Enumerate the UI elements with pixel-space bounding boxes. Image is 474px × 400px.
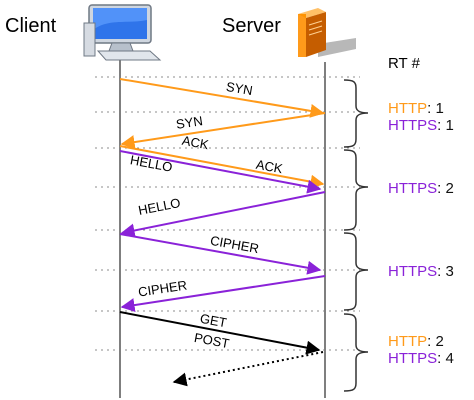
msg-arrow-get-post — [119, 311, 321, 355]
round-trip-1-label: HTTP: 1 HTTPS: 1 — [388, 100, 454, 135]
round-trip-line: HTTP: 1 — [388, 100, 444, 117]
msg-label-syn-out: SYN — [224, 78, 254, 99]
brace — [343, 232, 369, 311]
msg-arrow-syn-back — [120, 112, 326, 150]
server-tower-icon — [298, 8, 356, 57]
server-title: Server — [222, 15, 281, 37]
msg-arrow-ack — [119, 145, 325, 189]
round-trip-line: HTTPS: 1 — [388, 117, 454, 135]
brace — [343, 149, 369, 231]
round-trip-separators — [95, 76, 360, 351]
round-trip-line: HTTPS: 3 — [388, 263, 454, 280]
client-title: Client — [5, 15, 57, 37]
round-trip-braces — [343, 79, 369, 392]
msg-arrow-response — [172, 351, 324, 387]
round-trip-line: HTTP: 2 — [388, 333, 444, 350]
round-trip-line: HTTPS: 2 — [388, 180, 454, 197]
desktop-computer-icon — [83, 4, 162, 61]
msg-arrow-cipher-back — [120, 275, 326, 313]
round-trip-header: RT # — [388, 55, 420, 72]
msg-arrow-syn-out — [119, 78, 325, 118]
msg-arrow-hello-back — [120, 191, 326, 238]
msg-arrow-cipher-out — [119, 233, 322, 275]
round-trip-2-label: HTTPS: 2 — [388, 180, 454, 197]
round-trip-4-label: HTTP: 2 HTTPS: 4 — [388, 333, 454, 368]
round-trip-3-label: HTTPS: 3 — [388, 263, 454, 280]
round-trip-line: HTTPS: 4 — [388, 350, 454, 368]
msg-label-syn-back: SYN — [175, 113, 204, 132]
msg-arrow-hello-out — [119, 150, 322, 194]
brace — [343, 313, 369, 392]
brace — [343, 79, 369, 148]
